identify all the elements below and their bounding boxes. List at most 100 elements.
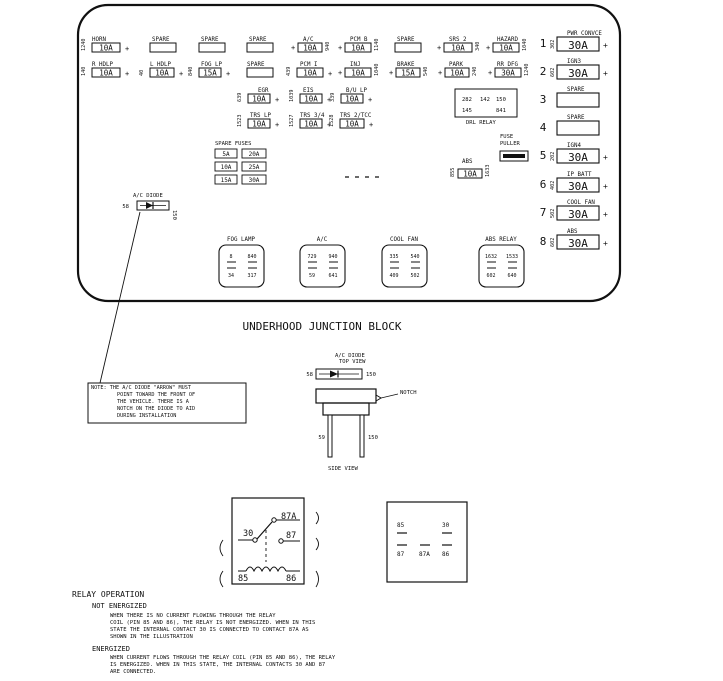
relay-pin-label: 30 bbox=[243, 529, 253, 539]
spare-fuses: SPARE FUSES 5A 20A 10A 25A 15A 30A bbox=[214, 141, 267, 185]
fuse-box bbox=[492, 42, 520, 53]
fuse-pin: 40 bbox=[139, 70, 145, 76]
fuse-label: SPARE bbox=[249, 37, 267, 43]
fuse-rating: 10A bbox=[252, 120, 266, 129]
note-line: NOTCH ON THE DIODE TO AID bbox=[117, 406, 195, 412]
fuse-rating: 15A bbox=[203, 69, 217, 78]
fuse-label: TRS 3/4 bbox=[300, 113, 325, 119]
note-line: POINT TOWARD THE FRONT OF bbox=[117, 392, 195, 398]
fuse-pin: 1140 bbox=[374, 39, 380, 52]
maxi-fuse-number: 2 bbox=[540, 65, 547, 78]
maxi-fuse-plus: + bbox=[603, 210, 608, 219]
relay-pin: 502 bbox=[410, 273, 419, 279]
relay-body bbox=[381, 244, 428, 288]
relay-pin-label: 86 bbox=[286, 574, 296, 584]
fuse-rating: 10A bbox=[99, 69, 113, 78]
fuse-box bbox=[340, 93, 364, 104]
maxi-fuse-rating: 30A bbox=[568, 39, 588, 52]
maxi-fuse-pin: 502 bbox=[550, 209, 556, 218]
maxi-fuse-number: 8 bbox=[540, 235, 547, 248]
maxi-fuse-pin: 302 bbox=[550, 40, 556, 49]
fuse-label: L HDLP bbox=[150, 62, 171, 68]
fuse-box bbox=[149, 67, 175, 78]
spare-fuse-value: 10A bbox=[221, 164, 232, 171]
fuse-pin-plus: + bbox=[226, 70, 230, 78]
fuse-box bbox=[494, 67, 522, 78]
fuse-pin-plus: + bbox=[328, 70, 332, 78]
maxi-fuse-rating: 30A bbox=[568, 208, 588, 221]
maxi-fuse-label: ABS bbox=[567, 229, 578, 235]
relay-operation-text: RELAY OPERATION NOT ENERGIZED WHEN THERE… bbox=[72, 590, 336, 675]
fuse-pin: 340 bbox=[475, 42, 481, 51]
fuse-pin: 1633 bbox=[485, 165, 491, 178]
fuse-rating: 10A bbox=[499, 44, 513, 53]
block-title: UNDERHOOD JUNCTION BLOCK bbox=[243, 320, 402, 333]
fuse-label: SPARE bbox=[247, 62, 265, 68]
spare-fuses-title: SPARE FUSES bbox=[215, 141, 251, 147]
maxi-fuse-box bbox=[556, 177, 600, 193]
maxi-fuse-pin: 202 bbox=[550, 152, 556, 161]
energized-title: ENERGIZED bbox=[92, 645, 130, 653]
fuse-box bbox=[299, 93, 323, 104]
ac-diode-block: A/C DIODE 58 150 bbox=[122, 193, 177, 220]
fuse-label: B/U LP bbox=[346, 88, 367, 94]
fuse-box bbox=[247, 118, 271, 129]
fuse-rating: 10A bbox=[155, 69, 169, 78]
maxi-fuse-rating: 30A bbox=[568, 237, 588, 250]
fuse-label: EGR bbox=[258, 88, 269, 94]
fuse-pin-plus: + bbox=[437, 44, 441, 52]
fuse-rating: 10A bbox=[304, 95, 318, 104]
drl-relay-label: DRL RELAY bbox=[466, 120, 496, 126]
drl-pin: 282 bbox=[462, 97, 472, 103]
fuse-pin-plus: + bbox=[368, 96, 372, 104]
pinout-label: 30 bbox=[442, 522, 450, 529]
relay-pin: 1533 bbox=[506, 254, 518, 260]
relay-pin: 840 bbox=[247, 254, 256, 260]
fuse-pin-plus: + bbox=[125, 45, 129, 53]
fuse: SPARE bbox=[149, 37, 177, 53]
fuse-pin-plus: + bbox=[291, 44, 295, 52]
fuse-pin: 140 bbox=[81, 67, 87, 76]
fuse-box bbox=[296, 67, 324, 78]
side-view-pin: 59 bbox=[318, 435, 325, 441]
fuse: SPARE bbox=[246, 37, 274, 53]
fuse-label: A/C bbox=[303, 37, 314, 43]
not-energized-line: STATE THE INTERNAL CONTACT 30 IS CONNECT… bbox=[110, 627, 309, 633]
fuse-pin: 639 bbox=[237, 93, 243, 102]
fuse-box bbox=[198, 67, 222, 78]
maxi-fuse-label: IGN3 bbox=[567, 59, 581, 65]
maxi-fuse-box bbox=[556, 36, 600, 52]
fuse-pin-plus: + bbox=[125, 70, 129, 78]
fuse-pin: 339 bbox=[330, 93, 336, 102]
diode-top-view: A/C DIODE TOP VIEW 58 150 bbox=[306, 353, 376, 380]
fuse-box bbox=[91, 67, 121, 78]
top-view-pin: 150 bbox=[366, 372, 376, 378]
fuse-rating: 10A bbox=[463, 170, 477, 179]
fuse-box bbox=[247, 93, 271, 104]
relay-pin: 940 bbox=[328, 254, 337, 260]
fuse-box bbox=[444, 67, 470, 78]
relay-label: FOG LAMP bbox=[227, 237, 255, 243]
spare-fuse-value: 25A bbox=[249, 164, 260, 171]
maxi-fuse-plus: + bbox=[603, 239, 608, 248]
relay-pin-label: 85 bbox=[238, 574, 248, 584]
fuse-label: HORN bbox=[92, 37, 106, 43]
fuse-box bbox=[198, 42, 226, 53]
fuse-label: PCM I bbox=[300, 62, 317, 68]
maxi-fuse-box bbox=[556, 205, 600, 221]
fuse-pin: 1040 bbox=[374, 64, 380, 77]
